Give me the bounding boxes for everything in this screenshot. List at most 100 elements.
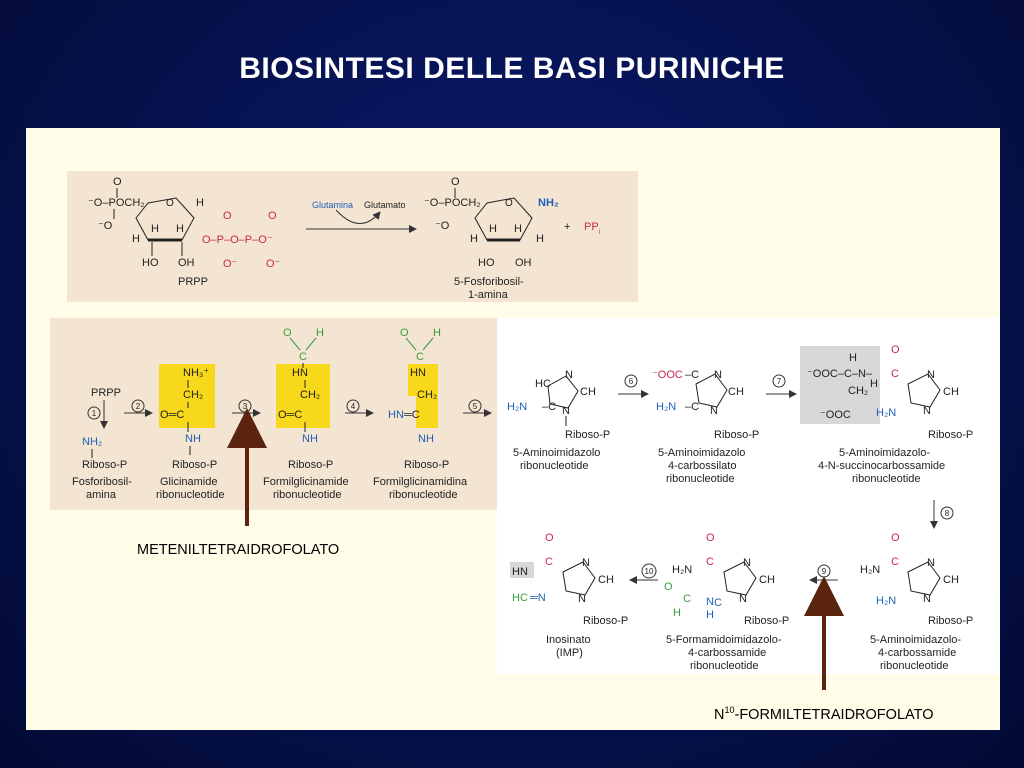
product1-label-line1: 5-Fosforibosil-	[454, 276, 524, 288]
svg-text:N: N	[714, 369, 722, 381]
svg-text:H: H	[514, 223, 522, 235]
svg-text:HN: HN	[410, 367, 426, 379]
prpp-start-label: PRPP	[91, 387, 121, 399]
svg-text:C: C	[683, 593, 691, 605]
svg-text:H₂N: H₂N	[672, 564, 692, 576]
c9-line3: ribonucleotide	[690, 660, 759, 672]
svg-text:H: H	[706, 609, 714, 621]
ppi-subscript: i	[599, 229, 601, 236]
c10-line2: (IMP)	[556, 647, 583, 659]
svg-text:H₂N: H₂N	[860, 564, 880, 576]
svg-text:⁻O–POCH₂: ⁻O–POCH₂	[424, 197, 481, 209]
c8-line3: ribonucleotide	[880, 660, 949, 672]
svg-text:Riboso-P: Riboso-P	[82, 459, 127, 471]
prpp-structure: O ⁻O–POCH₂ ⁻O O H H H H HO OH O–P–O–P–O⁻…	[88, 176, 281, 288]
svg-text:O═C: O═C	[160, 409, 184, 421]
svg-text:1: 1	[92, 409, 97, 418]
svg-text:CH: CH	[728, 386, 744, 398]
svg-text:C: C	[416, 351, 424, 363]
svg-text:N: N	[739, 593, 747, 605]
svg-text:OH: OH	[515, 257, 532, 269]
prpp-label: PRPP	[178, 276, 208, 288]
svg-text:HC: HC	[535, 378, 551, 390]
svg-text:H: H	[849, 352, 857, 364]
c5-line2: ribonucleotide	[520, 460, 589, 472]
c9-line1: 5-Formamidoimidazolo-	[666, 634, 782, 646]
formyl-prefix: N	[714, 706, 725, 723]
svg-text:2: 2	[136, 402, 141, 411]
svg-text:Riboso-P: Riboso-P	[172, 459, 217, 471]
svg-text:N: N	[923, 593, 931, 605]
svg-text:9: 9	[822, 567, 827, 576]
svg-text:O═C: O═C	[278, 409, 302, 421]
svg-text:H₂N: H₂N	[876, 595, 896, 607]
formyl-rest: -FORMILTETRAIDROFOLATO	[734, 706, 934, 723]
formyl-superscript: 10	[724, 705, 735, 715]
svg-text:O–P–O–P–O⁻: O–P–O–P–O⁻	[202, 234, 273, 246]
svg-text:H: H	[470, 233, 478, 245]
svg-text:⁻O–POCH₂: ⁻O–POCH₂	[88, 197, 145, 209]
svg-text:H: H	[316, 327, 324, 339]
svg-text:CH: CH	[943, 386, 959, 398]
svg-text:H: H	[176, 223, 184, 235]
svg-text:–C: –C	[685, 369, 699, 381]
step-4-badge: 4	[346, 399, 360, 413]
svg-text:O: O	[891, 532, 900, 544]
svg-text:C: C	[714, 597, 722, 609]
svg-text:Riboso-P: Riboso-P	[714, 429, 759, 441]
step-1-badge: 1	[87, 406, 101, 420]
c7-line2: 4-N-succinocarbossamide	[818, 460, 945, 472]
pathway-right-scan	[497, 318, 999, 674]
svg-text:CH: CH	[580, 386, 596, 398]
svg-text:CH₂: CH₂	[417, 389, 437, 401]
svg-text:N: N	[927, 557, 935, 569]
c6-structure: ⁻OOC –C N CH N H₂N –C Riboso-P 5-Aminoim…	[652, 369, 759, 485]
svg-text:3: 3	[243, 402, 248, 411]
svg-text:O: O	[113, 176, 122, 188]
highlight-boxes	[159, 364, 438, 428]
svg-text:H: H	[870, 378, 878, 390]
svg-text:NH: NH	[185, 433, 201, 445]
product1-label-line2: 1-amina	[468, 289, 509, 301]
svg-text:N: N	[578, 593, 586, 605]
svg-text:O: O	[664, 581, 673, 593]
svg-text:⁻O: ⁻O	[435, 220, 450, 232]
svg-text:NH₃⁺: NH₃⁺	[183, 367, 209, 379]
svg-text:C: C	[706, 556, 714, 568]
svg-text:O⁻: O⁻	[223, 258, 238, 270]
svg-text:C: C	[891, 368, 899, 380]
svg-text:–C: –C	[542, 401, 556, 413]
svg-text:N: N	[565, 369, 573, 381]
svg-text:Riboso-P: Riboso-P	[928, 429, 973, 441]
svg-text:CH: CH	[598, 574, 614, 586]
svg-text:H₂N: H₂N	[876, 407, 896, 419]
c7-line1: 5-Aminoimidazolo-	[839, 447, 930, 459]
svg-text:HC: HC	[512, 592, 528, 604]
step-6-badge: 6	[624, 374, 638, 388]
svg-text:O: O	[223, 210, 232, 222]
glutamine-label: Glutamina	[312, 200, 353, 210]
svg-text:N: N	[927, 369, 935, 381]
svg-text:C: C	[891, 556, 899, 568]
svg-text:O: O	[891, 344, 900, 356]
svg-text:O: O	[451, 176, 460, 188]
c4-line1: Formilglicinamidina	[373, 476, 468, 488]
step-5-badge: 5	[468, 399, 482, 413]
svg-text:6: 6	[629, 377, 634, 386]
svg-text:HN: HN	[292, 367, 308, 379]
svg-text:H: H	[151, 223, 159, 235]
svg-text:CH: CH	[943, 574, 959, 586]
svg-text:C: C	[545, 556, 553, 568]
ppi-label: PP	[584, 221, 599, 233]
formyl-thf-label: N10-FORMILTETRAIDROFOLATO	[714, 705, 933, 723]
svg-text:CH: CH	[759, 574, 775, 586]
c8-line2: 4-carbossamide	[878, 647, 956, 659]
step-8-badge: 8	[940, 506, 954, 520]
svg-text:H: H	[673, 607, 681, 619]
svg-text:Riboso-P: Riboso-P	[744, 615, 789, 627]
c10-structure: O C HN N CH N HC ═N Riboso-P Inosinato (…	[510, 532, 628, 659]
svg-text:H: H	[536, 233, 544, 245]
phosphoribosylamine-structure: O ⁻O–POCH₂ ⁻O O NH₂ H H H H HO OH 5-Fosf…	[424, 176, 601, 301]
svg-text:Riboso-P: Riboso-P	[583, 615, 628, 627]
svg-text:NH₂: NH₂	[82, 436, 102, 448]
